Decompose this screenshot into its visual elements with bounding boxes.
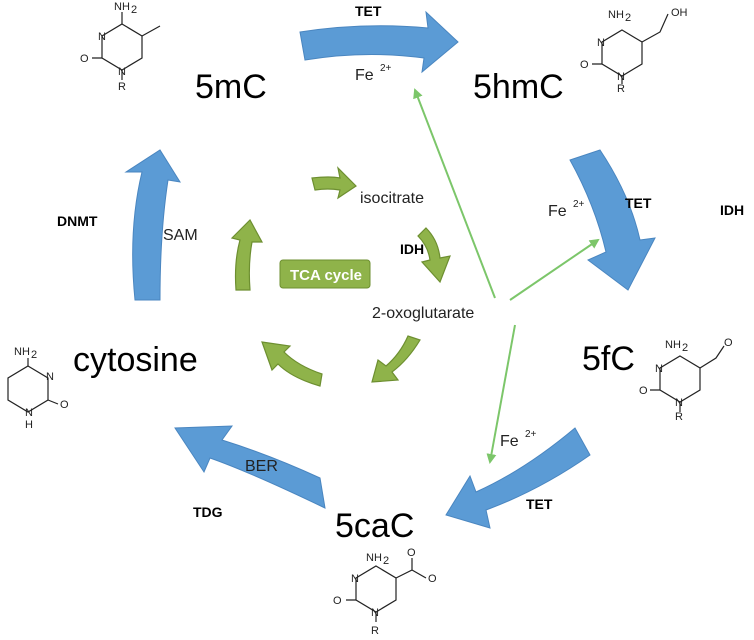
svg-text:NH: NH [14, 346, 30, 358]
svg-text:H: H [25, 419, 33, 431]
svg-text:N: N [675, 397, 683, 409]
svg-text:N: N [351, 573, 359, 585]
structure-5hmc: NH 2 OH N O N R [580, 7, 688, 95]
svg-text:2: 2 [383, 555, 389, 567]
tca-cycle-box [279, 259, 371, 289]
enzyme-tet-top: TET [355, 3, 382, 19]
svg-text:O: O [333, 595, 342, 607]
node-5mc: 5mC [195, 68, 267, 106]
svg-text:N: N [98, 31, 106, 43]
structure-5cac: NH 2 O O N O N R [333, 547, 437, 637]
tca-arrow-upleft [230, 219, 264, 291]
svg-text:N: N [371, 607, 379, 619]
svg-text:O: O [639, 385, 648, 397]
structure-cytosine: NH 2 N O N H [7, 346, 69, 431]
oxoglutarate-to-tet-right-line [509, 238, 600, 301]
svg-text:N: N [118, 66, 126, 78]
svg-text:NH: NH [665, 339, 681, 351]
svg-text:N: N [25, 407, 33, 419]
svg-text:R: R [371, 625, 379, 637]
cofactor-fe-top: Fe [355, 67, 374, 84]
svg-text:R: R [118, 81, 126, 93]
svg-text:O: O [428, 573, 437, 585]
arrow-5mc-to-5hmc [299, 10, 459, 74]
svg-text:R: R [617, 83, 625, 95]
enzyme-tet-right: TET [625, 195, 652, 211]
svg-text:O: O [60, 399, 69, 411]
svg-text:O: O [580, 59, 589, 71]
cofactor-fe-top-charge: 2+ [380, 63, 392, 74]
arrow-5cac-to-cytosine [174, 425, 326, 509]
cofactor-fe-right-charge: 2+ [573, 199, 585, 210]
cofactor-fe-bottom-charge: 2+ [525, 429, 537, 440]
svg-text:N: N [46, 371, 54, 383]
svg-text:O: O [724, 337, 733, 349]
structure-5fc: NH 2 O N O N R [639, 337, 733, 423]
cofactor-fe-bottom: Fe [500, 433, 519, 450]
node-5cac: 5caC [335, 507, 414, 545]
enzyme-dnmt: DNMT [57, 213, 98, 229]
svg-text:N: N [655, 363, 663, 375]
svg-text:NH: NH [608, 9, 624, 21]
enzyme-idh-right: IDH [720, 202, 744, 218]
svg-text:NH: NH [114, 1, 130, 13]
tca-arrow-right [417, 227, 451, 284]
tca-arrow-left [261, 341, 323, 387]
oxoglutarate-to-tet-top-line [413, 88, 496, 299]
node-5hmc: 5hmC [473, 68, 564, 106]
arrow-5hmc-to-5fc [569, 149, 656, 291]
metabolite-2-oxoglutarate: 2-oxoglutarate [372, 305, 474, 322]
tca-arrow-bottom [371, 335, 421, 383]
arrow-5fc-to-5cac [445, 427, 591, 529]
cofactor-ber: BER [245, 458, 278, 475]
enzyme-idh-center: IDH [400, 241, 424, 257]
svg-text:2: 2 [31, 349, 37, 361]
svg-text:OH: OH [671, 7, 688, 19]
oxoglutarate-to-tet-bottom-line [486, 324, 516, 464]
svg-text:N: N [597, 37, 605, 49]
metabolite-isocitrate: isocitrate [360, 190, 424, 207]
svg-text:NH: NH [366, 552, 382, 564]
svg-text:2: 2 [682, 342, 688, 354]
tca-cycle-label: TCA cycle [290, 267, 362, 284]
svg-text:2: 2 [625, 12, 631, 24]
arrow-cytosine-to-5mc [124, 149, 182, 301]
svg-text:R: R [675, 411, 683, 423]
svg-text:O: O [80, 53, 89, 65]
svg-text:2: 2 [131, 4, 137, 16]
enzyme-tdg: TDG [193, 504, 223, 520]
svg-text:N: N [617, 71, 625, 83]
cofactor-sam: SAM [163, 227, 198, 244]
structure-5mc: NH 2 N N O R [80, 1, 161, 93]
tca-arrow-top [311, 166, 357, 200]
svg-text:O: O [407, 547, 416, 559]
cofactor-fe-right: Fe [548, 203, 567, 220]
node-5fc: 5fC [582, 340, 635, 378]
node-cytosine: cytosine [73, 341, 198, 379]
enzyme-tet-bottom: TET [526, 496, 553, 512]
